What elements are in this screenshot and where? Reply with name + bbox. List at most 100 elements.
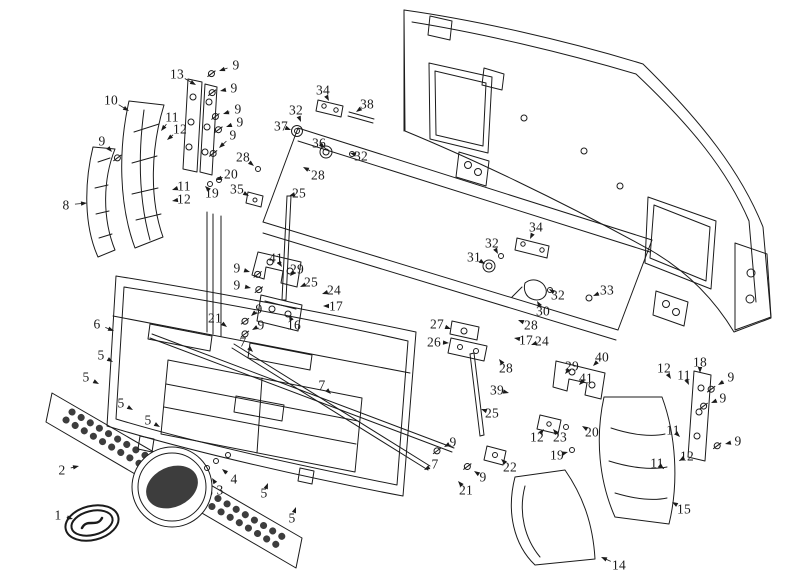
leader-arrowhead-icon <box>290 270 296 276</box>
front-crossmember-drawing <box>206 127 653 341</box>
mounting-strip-13-drawing <box>182 78 218 176</box>
leader-arrowhead-icon <box>242 191 249 196</box>
leader-arrowhead-icon <box>161 124 167 131</box>
screw-slot-icon <box>208 150 218 157</box>
leader-arrowhead-icon <box>514 336 521 342</box>
screw-icon <box>254 270 262 278</box>
corner-deflector-drawing <box>510 469 596 566</box>
left-outer-deflector-drawing <box>86 146 116 258</box>
leader-arrowhead-icon <box>300 282 307 287</box>
support-rod-7-drawing <box>149 333 455 471</box>
leader-arrowhead-icon <box>220 321 227 327</box>
brand-logo-drawing <box>64 504 120 542</box>
left-inner-deflector-drawing <box>121 100 165 249</box>
screw-icon <box>113 154 121 162</box>
leader-arrowhead-icon <box>122 105 129 111</box>
leader-arrowhead-icon <box>501 459 507 465</box>
screw-slot-icon <box>240 330 250 338</box>
leader-arrowhead-icon <box>222 469 229 475</box>
screw-slot-icon <box>214 126 223 134</box>
leader-arrowhead-icon <box>324 94 329 101</box>
callout-leader-line <box>184 78 192 83</box>
leader-arrowhead-icon <box>172 186 179 191</box>
leader-arrowhead-icon <box>325 388 331 394</box>
leader-arrowhead-icon <box>481 408 488 414</box>
leader-arrowhead-icon <box>303 167 310 172</box>
leader-arrowhead-icon <box>674 431 680 437</box>
screw-slot-icon <box>463 463 472 470</box>
screw-slot-icon <box>706 385 716 393</box>
leader-arrowhead-icon <box>444 442 451 447</box>
leader-arrowhead-icon <box>172 197 179 203</box>
leader-arrowhead-icon <box>205 186 211 192</box>
screw-icon <box>241 330 249 338</box>
leader-arrowhead-icon <box>493 247 498 254</box>
right-corner-panel-drawing <box>598 396 676 525</box>
leader-arrowhead-icon <box>601 557 608 562</box>
leader-arrowhead-icon <box>252 325 259 330</box>
leader-arrowhead-icon <box>350 152 357 157</box>
grille-screws-drawing <box>204 452 231 471</box>
lower-grille-strip-drawing <box>45 392 303 569</box>
leader-arrowhead-icon <box>220 87 227 92</box>
screw-slot-icon <box>211 113 220 120</box>
leader-arrowhead-icon <box>711 398 718 403</box>
leader-arrowhead-icon <box>658 463 664 469</box>
leader-arrowhead-icon <box>697 367 703 373</box>
screw-icon <box>209 149 217 157</box>
leader-arrowhead-icon <box>92 379 99 384</box>
screw-slot-icon <box>432 447 442 455</box>
leader-arrowhead-icon <box>518 320 525 325</box>
leader-arrowhead-icon <box>530 232 535 239</box>
leader-arrowhead-icon <box>247 346 253 352</box>
leader-arrowhead-icon <box>593 360 599 366</box>
leader-arrowhead-icon <box>718 379 725 385</box>
leader-arrowhead-icon <box>106 357 113 362</box>
leader-arrowhead-icon <box>502 389 509 394</box>
leader-arrowhead-icon <box>356 106 363 112</box>
leader-arrowhead-icon <box>474 471 481 477</box>
mounting-strip-18-drawing <box>687 370 712 462</box>
clip-35-drawing <box>207 166 264 208</box>
leader-arrowhead-icon <box>251 310 257 316</box>
screw-slot-icon <box>207 70 216 78</box>
screw-icon <box>208 89 216 97</box>
leader-arrowhead-icon <box>247 160 254 166</box>
leader-arrowhead-icon <box>549 289 556 295</box>
leader-arrowhead-icon <box>565 368 571 374</box>
leader-arrowhead-icon <box>219 142 225 148</box>
screw-slot-icon <box>207 89 217 97</box>
screw-slot-icon <box>113 154 122 162</box>
callout-leader-lines <box>66 66 732 562</box>
leader-arrowhead-icon <box>263 483 268 490</box>
hood-latch-right-drawing <box>482 237 593 302</box>
screw-slot-icon <box>240 317 250 325</box>
leader-arrowhead-icon <box>322 290 329 295</box>
leader-arrowhead-icon <box>318 142 325 148</box>
screw-slot-icon <box>699 402 708 410</box>
leader-arrowhead-icon <box>126 405 133 410</box>
leader-arrowhead-icon <box>582 426 589 431</box>
screw-icon <box>713 442 721 450</box>
leader-arrowhead-icon <box>478 258 485 264</box>
leader-arrowhead-icon <box>107 326 114 331</box>
screw-icon <box>207 70 215 78</box>
leader-arrowhead-icon <box>458 481 464 487</box>
leader-arrowhead-icon <box>167 134 174 140</box>
leader-arrowhead-icon <box>72 465 79 470</box>
callout-leader-line <box>118 104 125 109</box>
screw-icon <box>214 126 222 134</box>
leader-arrowhead-icon <box>153 422 160 427</box>
fastener-icons <box>113 70 722 471</box>
leader-arrowhead-icon <box>219 66 226 72</box>
leader-arrowhead-icon <box>537 301 542 308</box>
leader-arrowhead-icon <box>684 378 689 385</box>
step-bracket-right-drawing <box>552 360 606 400</box>
screw-icon <box>211 113 219 121</box>
step-bracket-left-drawing <box>251 251 302 288</box>
latch-striker-assembly-drawing <box>291 99 375 159</box>
leader-arrowhead-icon <box>226 122 233 128</box>
leader-arrowhead-icon <box>593 291 600 296</box>
